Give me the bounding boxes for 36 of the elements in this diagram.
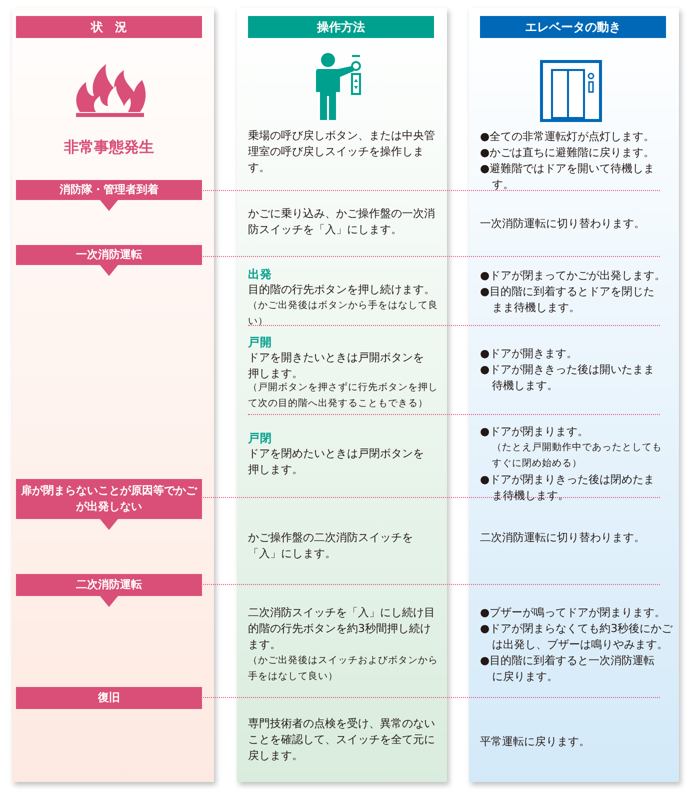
column-header: エレベータの動き [480,16,666,38]
bullet-item: ●かごは直ちに避難階に戻ります。 [480,145,656,161]
situation-title: 非常事態発生 [63,138,155,157]
note-text: （かご出発後はスイッチおよびボタンから手をはなして良い） [248,654,438,684]
step-heading: 戸開 [248,334,273,350]
result-text: 二次消防運転に切り替わります。 [480,530,646,546]
bullet-item: ●目的階に到着すると一次消防運転に戻ります。 [480,653,656,685]
bullet-item: ●ドアが閉まりきった後は閉めたまま待機します。 [480,472,656,504]
step-heading: 戸閉 [248,430,273,446]
bullet-item: ●ブザーが鳴ってドアが閉まります。 [480,605,667,621]
note-text: （かご出発後はボタンから手をはなして良い） [248,299,439,329]
bullet-item: ●ドアが閉まってかごが出発します。 [480,268,667,284]
result-text: 一次消防運転に切り替わります。 [480,216,646,232]
instruction-text: かごに乗り込み、かご操作盤の一次消防スイッチを「入」にします。 [248,206,436,238]
note-text: （戸開ボタンを押さずに行先ボタンを押して次の目的階へ出発することもできる） [248,381,438,411]
bullet-item: ●目的階に到着するとドアを閉じたまま待機します。 [480,284,656,316]
column-header: 操作方法 [248,16,434,38]
instruction-text: 乗場の呼び戻しボタン、または中央管理室の呼び戻しスイッチを操作します。 [248,128,436,176]
bullet-item: ●避難階ではドアを開いて待機します。 [480,161,656,193]
bullet-item: ●ドアが開きます。 [480,346,579,362]
bullet-item: ●全ての非常運転灯が点灯します。 [480,129,656,145]
bullet-item: ●ドアが閉まります。 [480,424,590,440]
result-text: 平常運転に戻ります。 [480,734,591,750]
note-text: （たとえ戸開動作中であったとしてもすぐに閉め始める） [492,441,662,471]
instruction-text: 二次消防スイッチを「入」にし続け目的階の行先ボタンを約3秒間押し続けます。 [248,605,436,653]
instruction-text: ドアを閉めたいときは戸閉ボタンを押します。 [248,446,425,478]
step-heading: 出発 [248,266,273,282]
instruction-text: 専門技術者の点検を受け、異常のないことを確認して、スイッチを全て元に戻します。 [248,716,436,764]
status-tag: 扉が閉まらないことが原因等でかごが出発しない [16,479,202,519]
instruction-text: 目的階の行先ボタンを押し続けます。 [248,282,436,298]
bullet-item: ●ドアが開ききった後は開いたまま待機します。 [480,362,656,394]
instruction-text: かご操作盤の二次消防スイッチを「入」にします。 [248,530,414,562]
column-header: 状 況 [16,16,202,38]
instruction-text: ドアを開きたいときは戸開ボタンを押します。 [248,350,425,382]
bullet-item: ●ドアが閉まらなくても約3秒後にかごは出発し、ブザーは鳴りやみます。 [480,621,674,653]
status-tag: 復旧 [16,687,202,709]
